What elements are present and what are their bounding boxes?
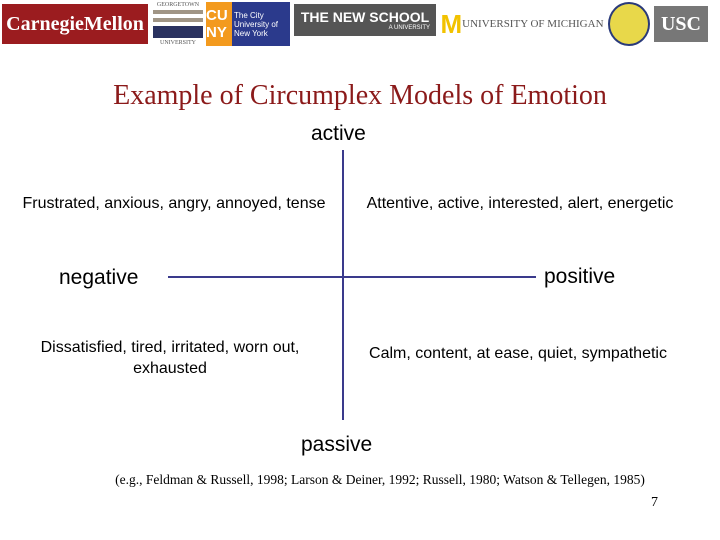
cuny-logo: CU NY xyxy=(206,2,232,46)
michigan-m-icon: M xyxy=(440,8,463,39)
quadrant-bottom-left: Dissatisfied, tired, irritated, worn out… xyxy=(40,339,300,377)
page-number: 7 xyxy=(651,495,658,510)
newschool-sub: A UNIVERSITY xyxy=(388,25,430,31)
citation: (e.g., Feldman & Russell, 1998; Larson &… xyxy=(115,472,645,487)
cmu-logo: CarnegieMellon xyxy=(2,4,148,44)
axis-label-positive: positive xyxy=(544,265,616,288)
georgetown-text: GEORGETOWN xyxy=(156,2,200,8)
slide-title: Example of Circumplex Models of Emotion xyxy=(113,80,607,111)
axis-label-negative: negative xyxy=(59,266,139,289)
quadrant-top-right: Attentive, active, interested, alert, en… xyxy=(366,195,674,212)
georgetown-text-bottom: UNIVERSITY xyxy=(160,40,196,46)
newschool-logo: THE NEW SCHOOL A UNIVERSITY xyxy=(294,4,436,36)
quadrant-top-left: Frustrated, anxious, angry, annoyed, ten… xyxy=(22,195,326,212)
usc-logo: USC xyxy=(654,6,708,42)
quadrant-bottom-right: Calm, content, at ease, quiet, sympathet… xyxy=(369,345,667,362)
vertical-axis xyxy=(342,150,344,420)
horizontal-axis xyxy=(168,276,536,278)
georgetown-logo: GEORGETOWN UNIVERSITY xyxy=(152,2,204,46)
michigan-text: UNIVERSITY OF MICHIGAN xyxy=(462,18,604,30)
seal-icon xyxy=(608,2,650,46)
newschool-name: THE NEW SCHOOL xyxy=(300,9,430,25)
cuny-text: The City University of New York xyxy=(232,2,290,46)
axis-label-passive: passive xyxy=(301,433,373,456)
axis-label-active: active xyxy=(311,122,366,145)
